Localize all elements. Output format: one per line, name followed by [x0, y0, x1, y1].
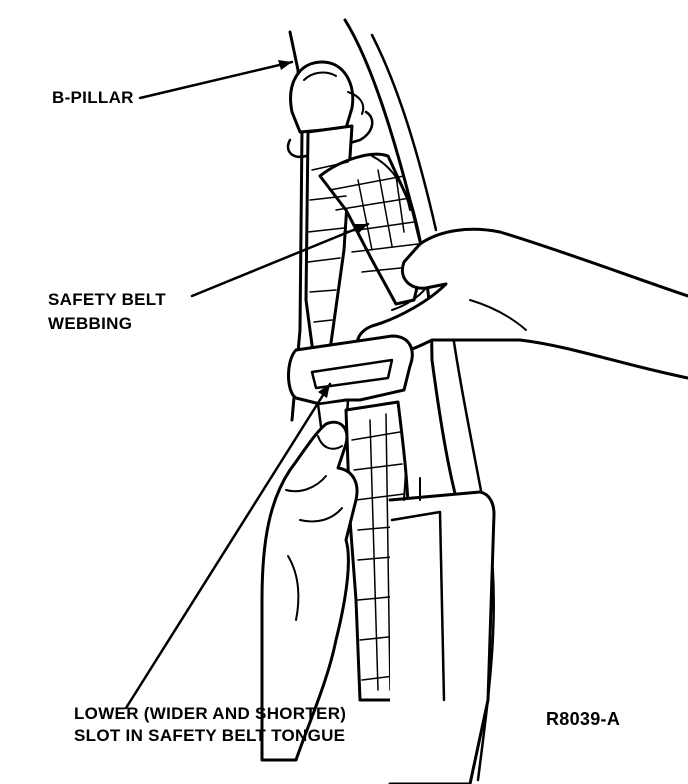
belt-tongue: [287, 334, 414, 436]
label-b-pillar: B-PILLAR: [52, 88, 134, 107]
right-hand: [356, 227, 688, 380]
tongue-slot-arrowhead: [318, 384, 330, 398]
reference-code: R8039-A: [546, 709, 621, 729]
label-lower-slot-line1: LOWER (WIDER AND SHORTER): [74, 704, 347, 723]
label-safety-belt-line2: WEBBING: [48, 314, 133, 333]
b-pillar-arrowhead: [278, 60, 292, 70]
leader-lines: [124, 60, 370, 710]
webbing-arrowhead: [354, 224, 368, 234]
label-lower-slot-line2: SLOT IN SAFETY BELT TONGUE: [74, 726, 346, 745]
seat-back: [388, 469, 496, 784]
label-safety-belt-line1: SAFETY BELT: [48, 290, 166, 309]
tongue-slot-leader: [124, 382, 332, 710]
left-hand: [260, 420, 359, 762]
b-pillar-leader: [138, 60, 294, 100]
webbing-leader: [190, 222, 370, 298]
